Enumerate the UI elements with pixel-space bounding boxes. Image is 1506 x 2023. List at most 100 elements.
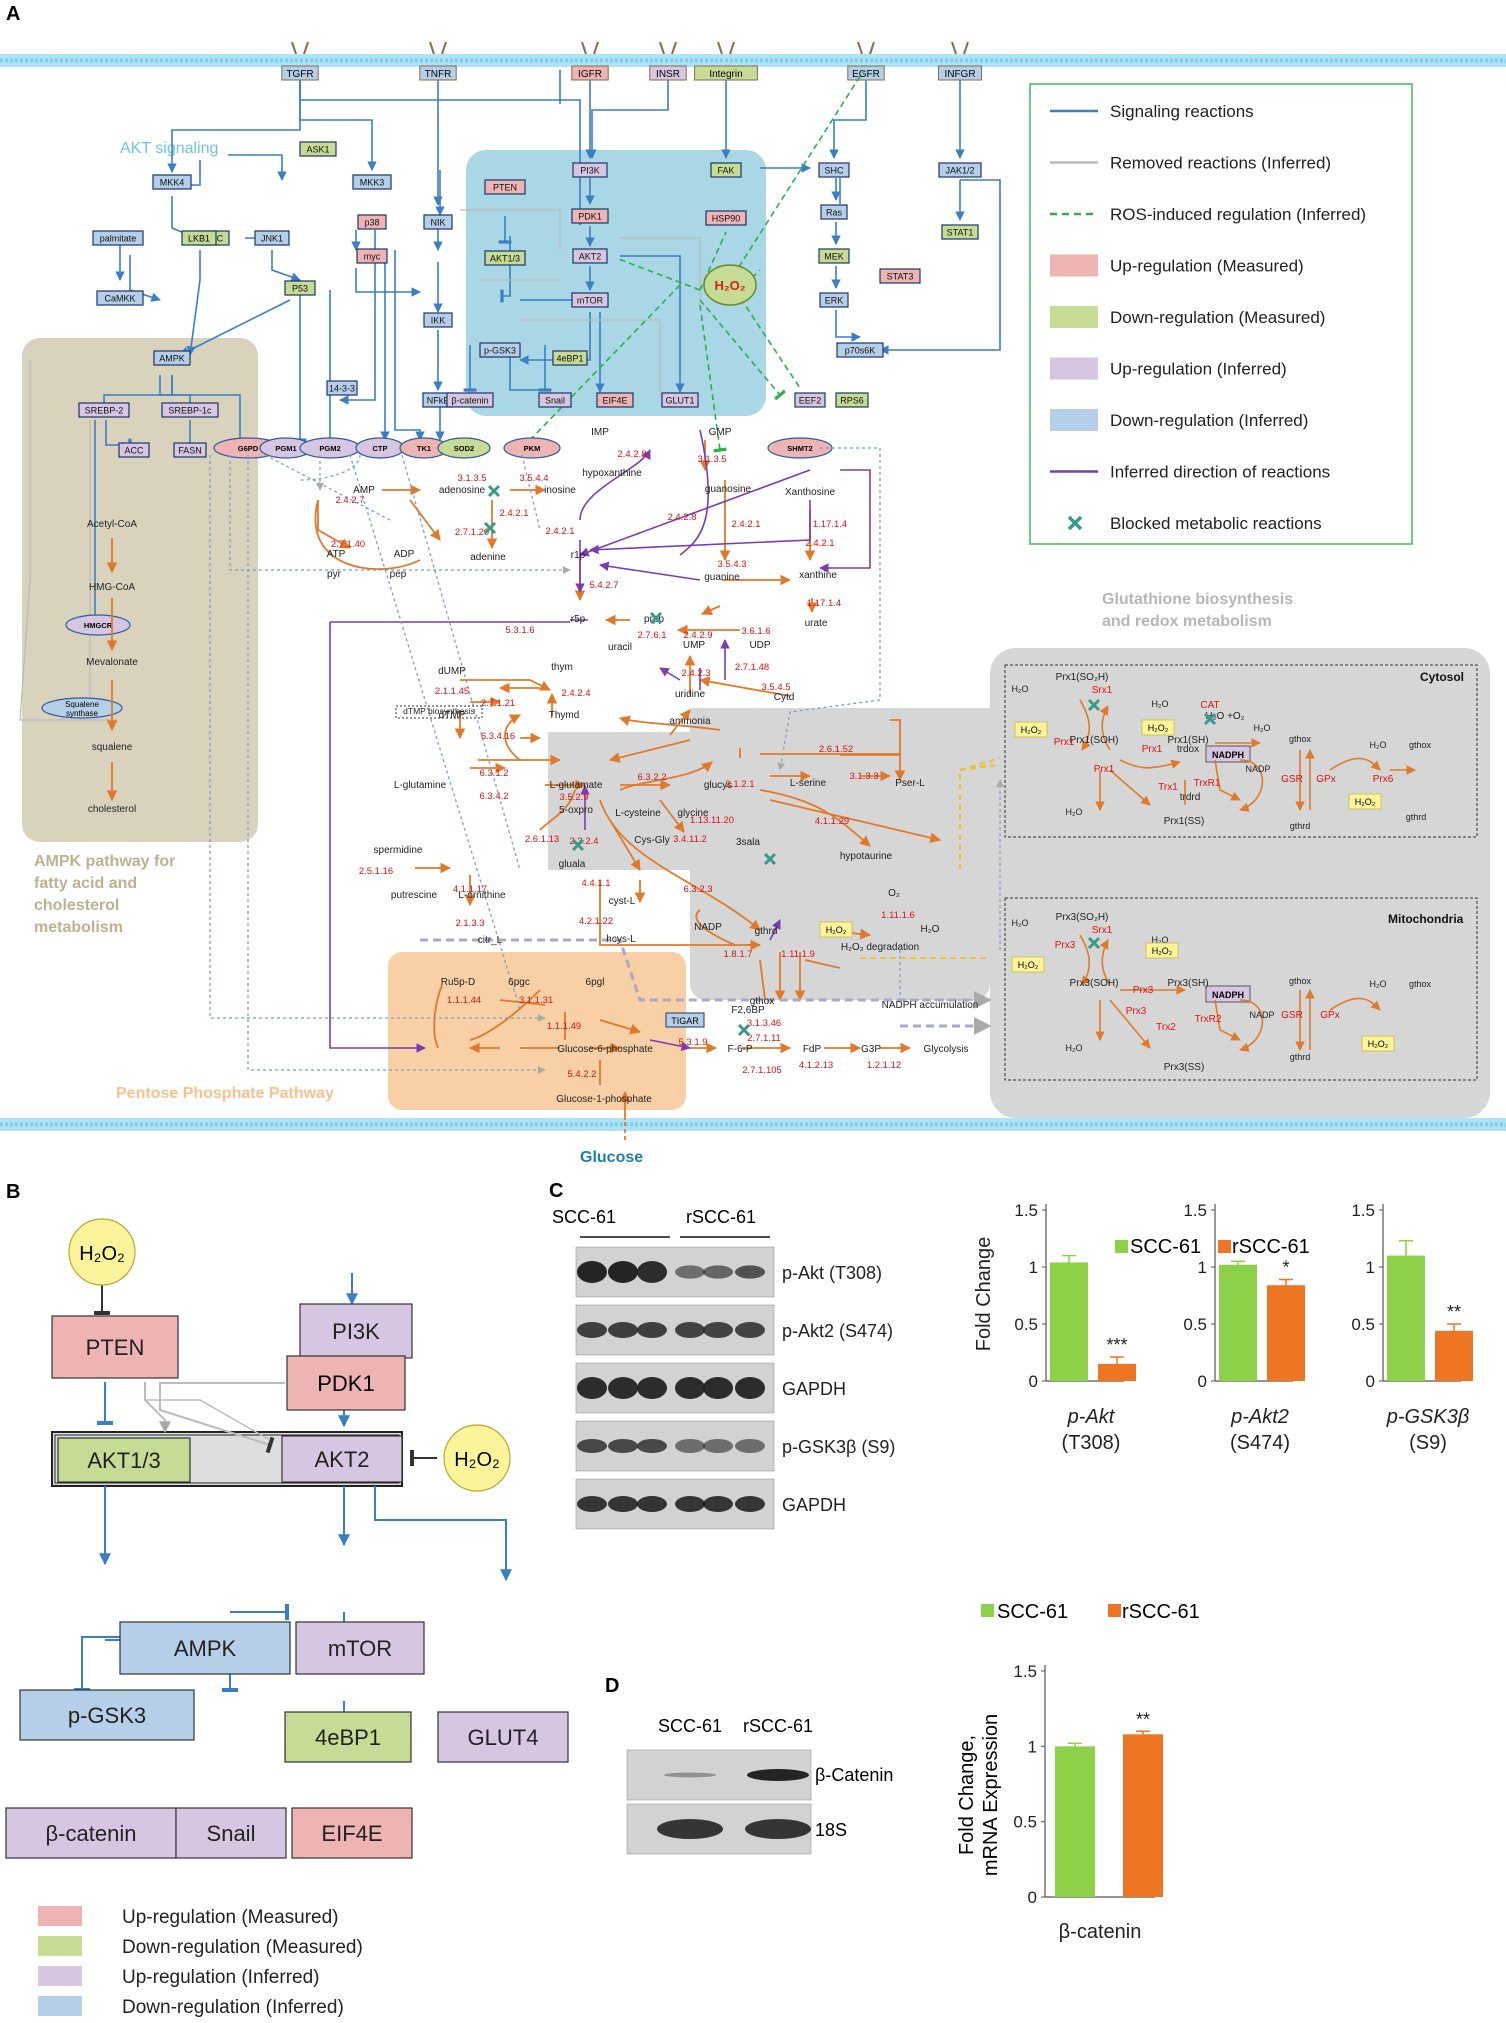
y-tick-label: 0 (1198, 1372, 1207, 1391)
enzyme-trx1: Trx1 (1158, 782, 1178, 793)
cell-membrane-top (0, 54, 1506, 67)
b-node-label: H₂O₂ (79, 1243, 125, 1265)
ec-e17: 2.7.6.1 (637, 630, 666, 641)
b-node-eif4e: EIF4E (291, 1807, 413, 1859)
enzyme-trx2: Trx2 (1156, 1022, 1176, 1033)
metabolite-h2o: H₂O (1152, 935, 1169, 945)
b-node-label: H₂O₂ (454, 1449, 500, 1471)
legend-a-label: Down-regulation (Inferred) (1110, 411, 1308, 430)
node-label: p70s6K (845, 346, 876, 356)
node-label: LKB1 (188, 234, 210, 244)
metabolite-g6p: Glucose-6-phosphate (557, 1044, 653, 1055)
panel-label-d: D (605, 1675, 619, 1697)
blot-group-scc: SCC-61 (552, 1207, 616, 1227)
ec-e49: 1.1.1.44 (447, 995, 481, 1006)
h2o2-tag-label: H₂O₂ (826, 925, 847, 935)
ec-e36: 3.4.11.2 (673, 834, 707, 845)
metabolite-6pgc: 6pgc (508, 977, 530, 988)
bar (1098, 1363, 1136, 1381)
redox-edges (1079, 699, 1416, 1052)
metabolite-pep: pep (390, 569, 407, 580)
metabolite-f6p: F-6-P (728, 1044, 753, 1055)
metabolite-h2o: H₂O (921, 924, 940, 935)
metabolic-edges-orange (106, 440, 942, 1140)
panel-label-c: C (549, 1180, 563, 1202)
b-node-label: PTEN (86, 1335, 145, 1360)
node-label: NIK (430, 218, 445, 228)
ec-e18: 5.3.1.6 (505, 625, 534, 636)
metabolite-thymd: Thymd (549, 710, 580, 721)
blot-row (575, 1478, 775, 1530)
node-jak12: JAK1/2 (938, 162, 982, 178)
cytosol-label: Cytosol (1420, 670, 1464, 684)
h2o2-flow-edges (860, 757, 1001, 959)
metabolite-cholesterol: cholesterol (88, 804, 136, 815)
legend-c-label: SCC-61 (1130, 1236, 1201, 1258)
y-tick-label: 1.5 (1013, 1662, 1037, 1681)
legend-a-label: Up-regulation (Measured) (1110, 257, 1304, 276)
y-tick-label: 0.5 (1014, 1315, 1038, 1334)
receptor-tgfr: TGFR (281, 41, 319, 81)
blot-d-group-scc: SCC-61 (658, 1716, 722, 1736)
metabolite-glucys: glucys (704, 780, 732, 791)
blot-row-label: p-Akt2 (S474) (782, 1321, 893, 1341)
signaling-nodes: ASK1MKK4MKK3PKCJNK1palmitateCaMKKP53p38m… (78, 141, 982, 458)
node-mkk4: MKK4 (152, 174, 192, 190)
b-node-pten: PTEN (51, 1315, 179, 1379)
ec-e13: 2.4.2.1 (805, 538, 834, 549)
metabolite-inosine: inosine (544, 485, 576, 496)
blocked-mark (763, 852, 777, 866)
legend-b-item: Down-regulation (Inferred) (38, 1996, 344, 2018)
enzyme-prx1: Prx1 (1054, 737, 1075, 748)
metabolite-ammonia: ammonia (669, 716, 711, 727)
b-node-akt2: AKT2 (281, 1435, 403, 1483)
ec-e20: 3.6.1.6 (741, 626, 770, 637)
b-node-label: AKT2 (314, 1447, 369, 1472)
ampk-title-3: cholesterol (34, 897, 119, 914)
metabolite-6pgl: 6pgl (586, 977, 605, 988)
pill-label: TK1 (417, 444, 431, 453)
node-label: HSP90 (712, 214, 741, 224)
blocked-mark (649, 611, 663, 625)
metabolite-adp: ADP (394, 549, 415, 560)
ec-e43: 4.4.1.1 (581, 878, 610, 889)
ec-e30: 6.3.2.2 (637, 772, 666, 783)
metabolite-uracil: uracil (608, 642, 632, 653)
metabolite-lserine: L-serine (790, 778, 827, 789)
pill-sod2: SOD2 (437, 437, 491, 459)
node-label: JNK1 (261, 234, 283, 244)
metabolite-nadp: NADP (1245, 764, 1270, 774)
node-label: EEF2 (799, 396, 822, 406)
ec-e26: 2.7.1.21 (481, 698, 515, 709)
legend-c-label: rSCC-61 (1232, 1236, 1310, 1258)
metabolite-squalene: squalene (92, 742, 133, 753)
legend-a-item: Blocked metabolic reactions (1067, 514, 1322, 533)
metabolite-udp: UDP (749, 640, 770, 651)
node-label: RPS6 (840, 396, 864, 406)
node-rps6: RPS6 (835, 392, 869, 408)
legend-a-item: Down-regulation (Inferred) (1050, 409, 1308, 431)
y-tick-label: 1.5 (1351, 1201, 1375, 1220)
node-ikk: IKK (423, 312, 453, 328)
metabolite-lornithine: L-ornithine (458, 890, 506, 901)
blot-row-label: GAPDH (782, 1379, 846, 1399)
ec-e14: 3.5.4.3 (717, 559, 746, 570)
ec-e53: 5.3.1.9 (678, 1037, 707, 1048)
metabolite-acetylcoa: Acetyl-CoA (87, 519, 137, 530)
bar-chart: 00.511.5** (1351, 1201, 1473, 1391)
ampk-region (22, 338, 258, 842)
node-label: Ras (826, 208, 843, 218)
node-label: NFkB (427, 396, 450, 406)
legend-b-item: Down-regulation (Measured) (38, 1936, 363, 1958)
ec-e51: 1.1.1.49 (547, 1021, 581, 1032)
node-label: ERK (825, 296, 844, 306)
ec-e2: 3.5.4.4 (519, 473, 548, 484)
metabolite-gthrd: gthrd (1406, 812, 1427, 822)
h2o2-tag-label: H₂O₂ (1152, 946, 1173, 956)
ec-e25: 2.1.1.45 (435, 686, 469, 697)
b-node-pdk1: PDK1 (286, 1355, 406, 1411)
metabolite-hypotaurine: hypotaurine (840, 851, 893, 862)
b-node-label: p-GSK3 (68, 1703, 146, 1728)
